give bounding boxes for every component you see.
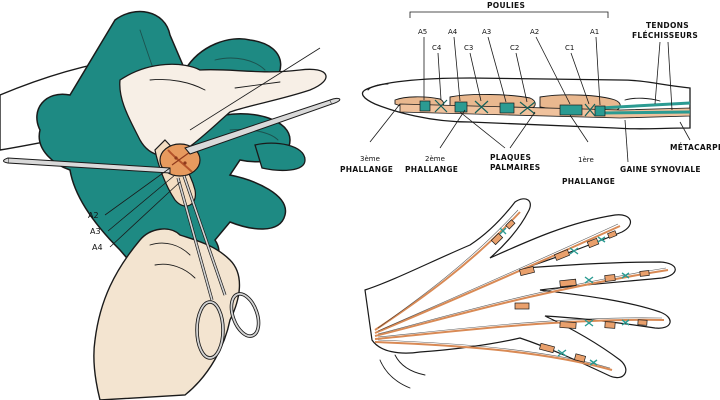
label-phal1-ord: 1ère bbox=[578, 156, 594, 164]
poulies-bracket: POULIES bbox=[409, 1, 609, 18]
label-palmaires: PALMAIRES bbox=[490, 163, 540, 172]
metacarpe-label: MÉTACARPE bbox=[670, 121, 720, 152]
label-a3: A3 bbox=[90, 227, 101, 236]
surgeon-hand bbox=[93, 228, 241, 400]
gaine-label: GAINE SYNOVIALE bbox=[620, 119, 701, 174]
phalange2-label: 2ème PHALLANGE bbox=[405, 109, 466, 174]
tendon-lines bbox=[374, 211, 669, 371]
cruciate-pulleys bbox=[434, 99, 596, 117]
label-metacarpe: MÉTACARPE bbox=[670, 143, 720, 152]
tendon-sheath bbox=[399, 103, 691, 119]
plaques-label: PLAQUES PALMAIRES bbox=[459, 111, 540, 172]
annular-pulleys bbox=[419, 100, 606, 117]
label-a2: A2 bbox=[88, 211, 99, 220]
phalange3-label: 3ème PHALLANGE bbox=[340, 103, 401, 174]
hand-pulleys bbox=[490, 219, 650, 363]
label-tendons: TENDONS bbox=[646, 21, 689, 30]
label-phal2-ord: 2ème bbox=[425, 155, 445, 163]
label-gaine-synoviale: GAINE SYNOVIALE bbox=[620, 165, 701, 174]
flexor-tendon-1 bbox=[599, 101, 691, 110]
label-c2: C2 bbox=[510, 44, 519, 52]
flexor-tendon-2 bbox=[599, 110, 691, 115]
surgery-scene: A2 A3 A4 bbox=[0, 10, 341, 400]
label-a5: A5 bbox=[418, 28, 427, 36]
label-c1: C1 bbox=[565, 44, 574, 52]
scissors bbox=[176, 175, 261, 360]
label-flechisseurs: FLÉCHISSEURS bbox=[632, 31, 698, 40]
label-phal1: PHALLANGE bbox=[562, 177, 615, 186]
label-phal3-ord: 3ème bbox=[360, 155, 380, 163]
label-a2-top: A2 bbox=[530, 28, 539, 36]
tendons-label: TENDONS FLÉCHISSEURS bbox=[632, 21, 698, 111]
retractor-upper bbox=[184, 97, 341, 155]
label-a4-top: A4 bbox=[448, 28, 458, 36]
surgery-pulley-labels: A2 A3 A4 bbox=[88, 167, 181, 252]
finger-section: POULIES bbox=[340, 1, 720, 186]
label-a1-top: A1 bbox=[590, 28, 599, 36]
label-phal2: PHALLANGE bbox=[405, 165, 458, 174]
pulley-top-labels: A5 A4 A3 A2 A1 C4 C3 C2 C1 bbox=[418, 28, 601, 106]
hand-cruciates bbox=[499, 227, 630, 366]
label-phal3: PHALLANGE bbox=[340, 165, 393, 174]
retractor-lower bbox=[3, 157, 171, 174]
poulies-header: POULIES bbox=[487, 1, 525, 10]
phalange1-label: 1ère PHALLANGE bbox=[562, 114, 615, 186]
label-c3: C3 bbox=[464, 44, 473, 52]
label-a4: A4 bbox=[92, 243, 103, 252]
label-c4: C4 bbox=[432, 44, 442, 52]
hand-tendon-diagram bbox=[364, 198, 676, 389]
label-plaques: PLAQUES bbox=[490, 153, 531, 162]
label-a3-top: A3 bbox=[482, 28, 491, 36]
